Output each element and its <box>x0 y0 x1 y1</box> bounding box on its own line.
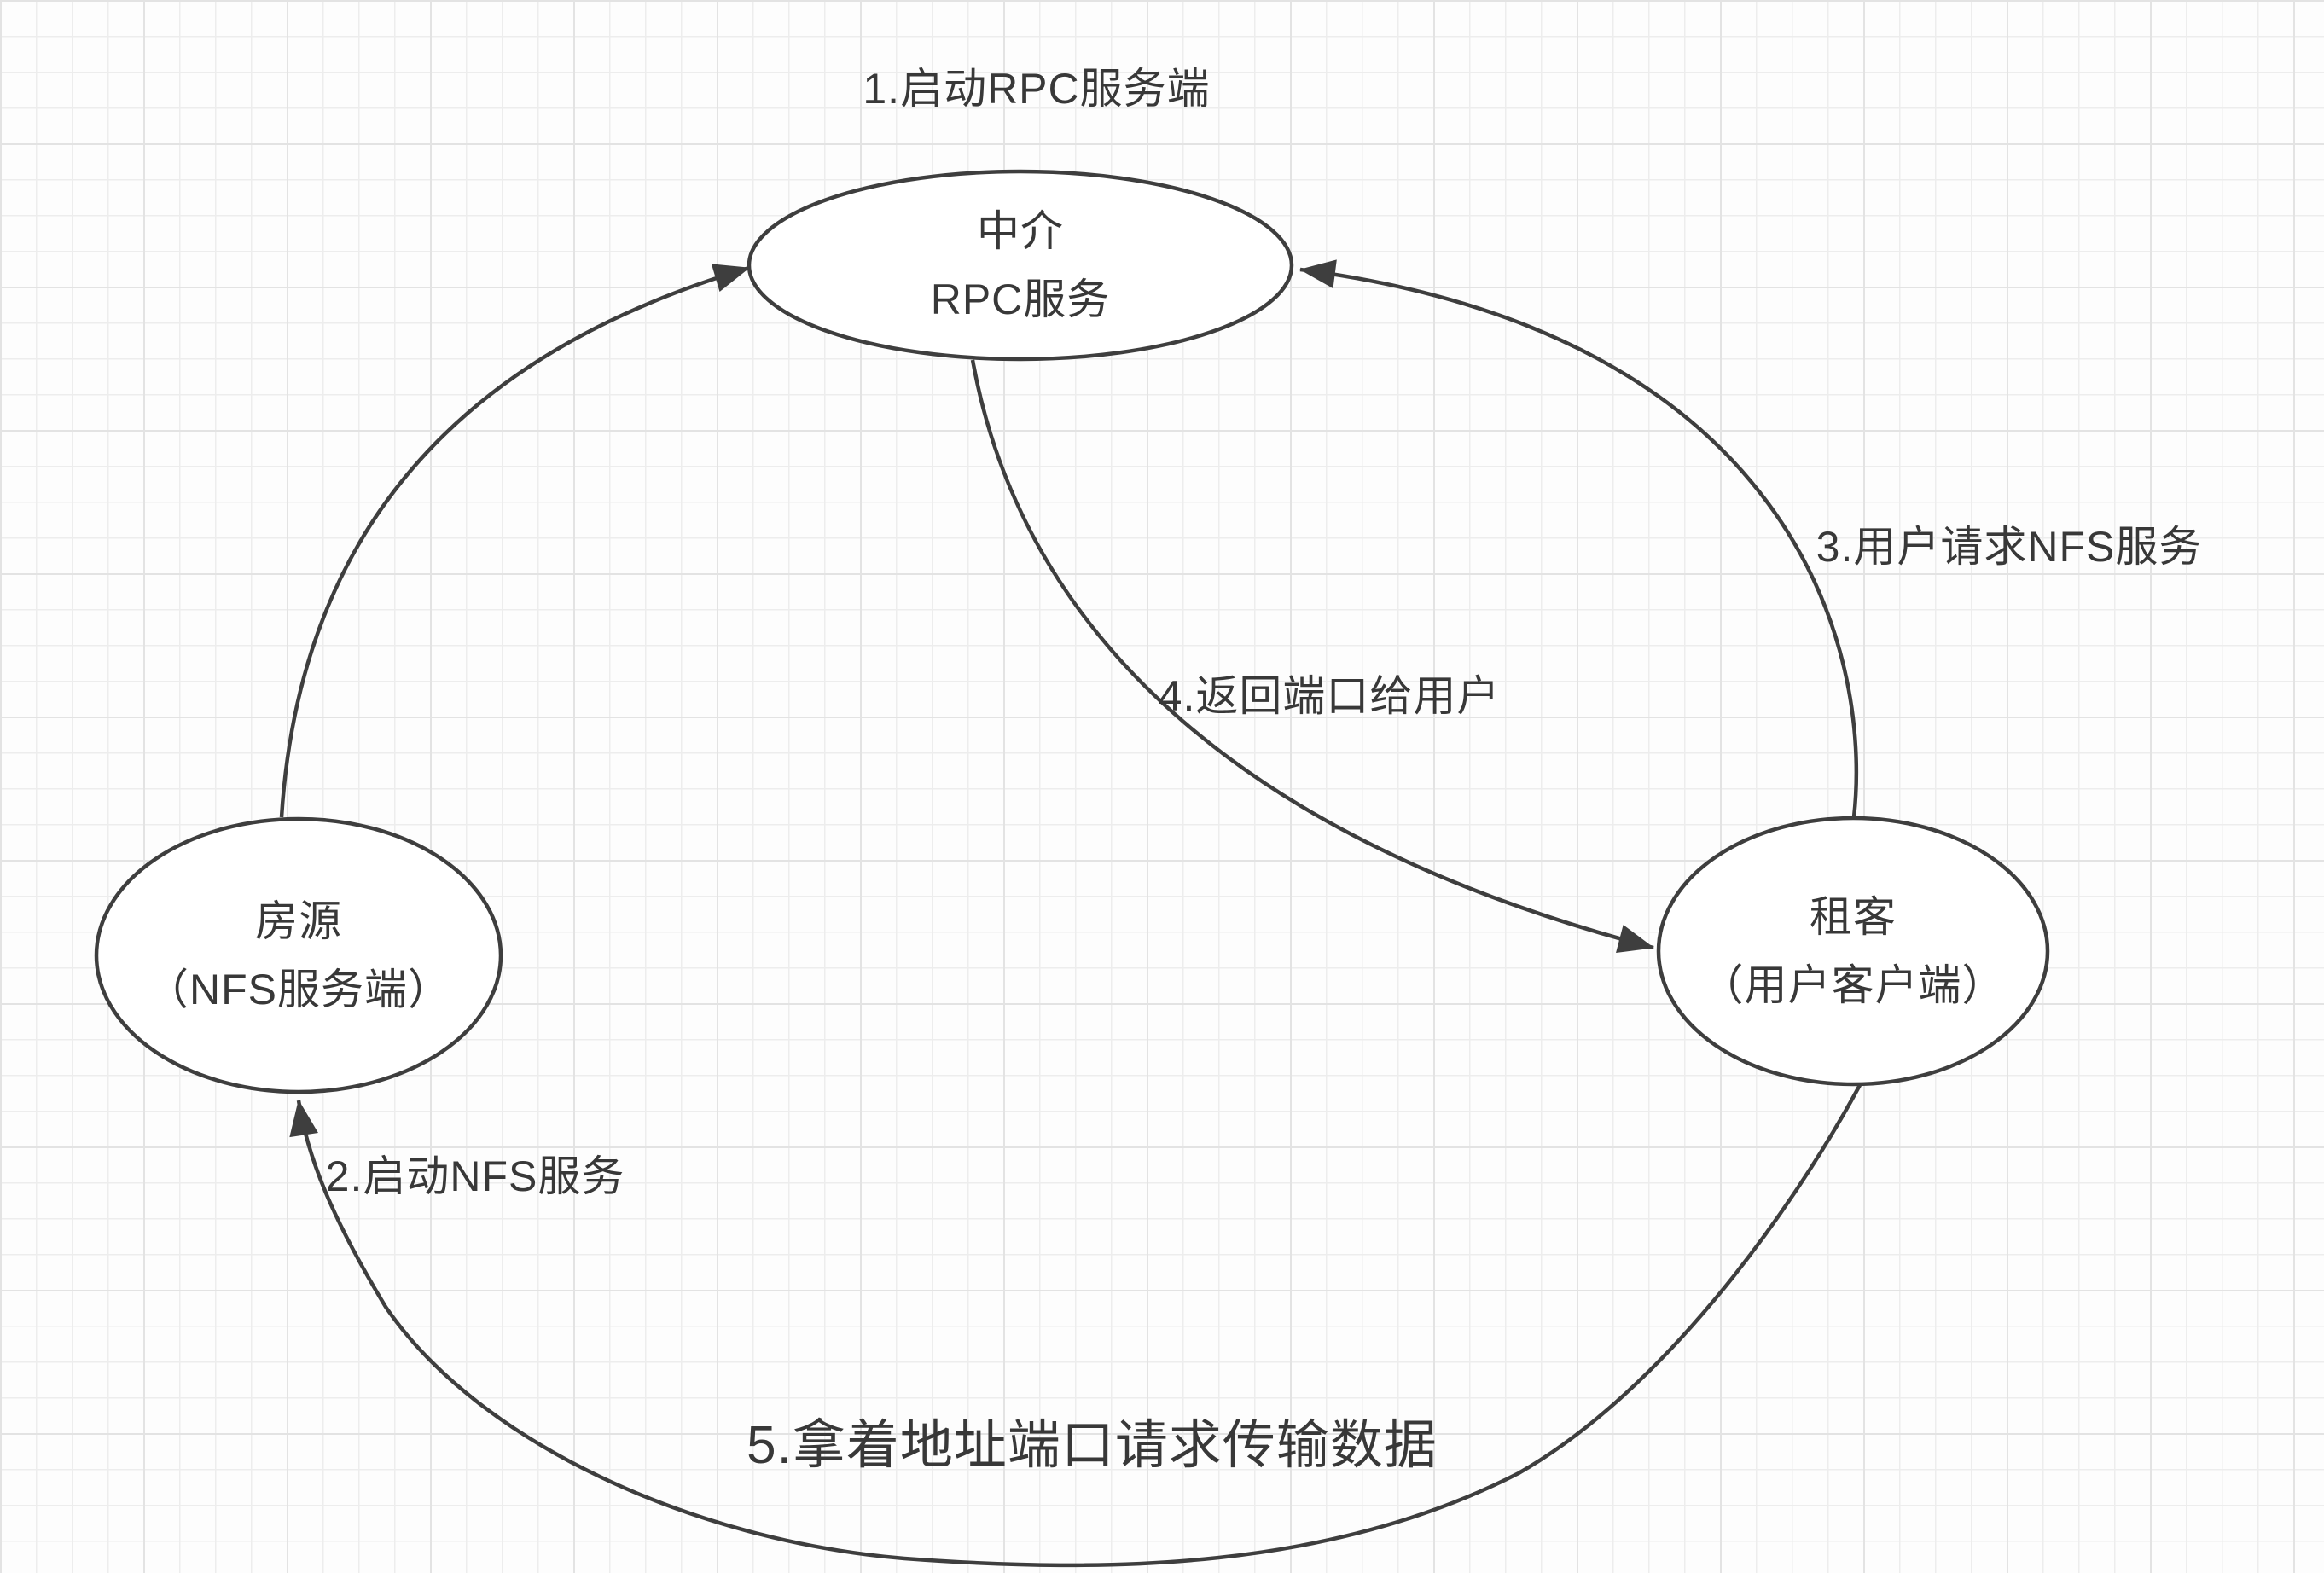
node-label-rpc-broker-line2: RPC服务 <box>930 276 1111 323</box>
node-label-nfs-client-line2: （用户客户端） <box>1700 961 2006 1009</box>
node-label-rpc-broker-line1: 中介 <box>976 207 1064 255</box>
node-label-rpc-broker: 中介 RPC服务 <box>931 197 1111 334</box>
node-nfs-server <box>94 816 503 1094</box>
node-label-nfs-server: 房源 （NFS服务端） <box>146 887 451 1024</box>
node-label-nfs-server-line2: （NFS服务端） <box>146 966 451 1013</box>
edge-return-port <box>970 359 1654 954</box>
step-label-3: 3.用户请求NFS服务 <box>1816 523 2203 571</box>
node-label-nfs-server-line1: 房源 <box>255 897 342 945</box>
edge-transfer-data <box>289 1083 1862 1568</box>
edge-start-rpc-server <box>279 264 750 818</box>
node-rpc-broker <box>747 169 1294 362</box>
node-label-nfs-client: 租客 （用户客户端） <box>1701 883 2006 1019</box>
step-label-2: 2.启动NFS服务 <box>325 1152 625 1200</box>
edge-request-nfs-service <box>1299 259 1859 818</box>
step-label-1: 1.启动RPC服务端 <box>863 65 1211 113</box>
node-nfs-client <box>1656 816 2050 1087</box>
node-label-nfs-client-line1: 租客 <box>1810 893 1897 941</box>
step-label-4: 4.返回端口给用户 <box>1158 672 1501 720</box>
step-label-5: 5.拿着地址端口请求传输数据 <box>747 1416 1438 1475</box>
